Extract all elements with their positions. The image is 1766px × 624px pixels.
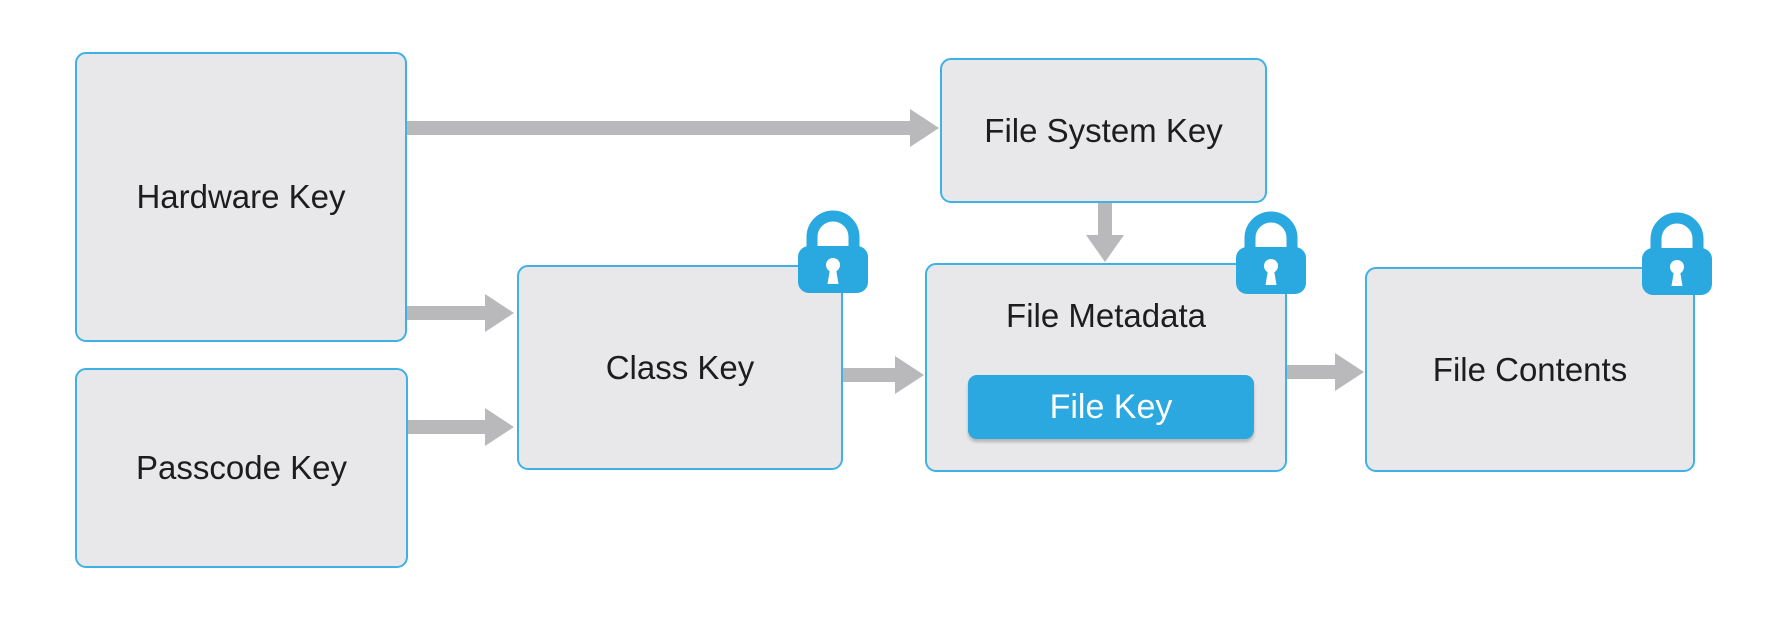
arrow-head xyxy=(485,294,514,332)
lock-icon xyxy=(798,210,868,293)
lock-icon xyxy=(1236,211,1306,294)
file-metadata-label: File Metadata xyxy=(1006,297,1206,334)
arrow-head xyxy=(1335,353,1364,391)
arrow-head xyxy=(1086,235,1124,262)
file-system-key-label: File System Key xyxy=(984,111,1223,149)
node-file-contents: File Contents xyxy=(1365,267,1695,472)
hardware-key-label: Hardware Key xyxy=(136,178,346,216)
node-file-metadata: File Metadata File Key xyxy=(925,263,1287,472)
arrow-stem xyxy=(407,121,911,135)
node-class-key: Class Key xyxy=(517,265,843,470)
passcode-key-label: Passcode Key xyxy=(136,449,347,487)
node-file-system-key: File System Key xyxy=(940,58,1267,203)
arrow-stem xyxy=(408,420,486,434)
file-contents-label: File Contents xyxy=(1432,350,1628,388)
arrow-head xyxy=(485,408,514,446)
arrow-stem xyxy=(1287,365,1336,379)
arrow-head xyxy=(910,109,939,147)
lock-icon xyxy=(1642,212,1712,295)
file-key-label: File Key xyxy=(1049,387,1173,426)
class-key-label: Class Key xyxy=(605,348,755,386)
arrow-head xyxy=(895,356,924,394)
file-key-badge: File Key xyxy=(968,375,1254,439)
node-hardware-key: Hardware Key xyxy=(75,52,407,342)
arrow-stem xyxy=(1098,203,1112,236)
arrow-stem xyxy=(843,368,896,382)
arrow-stem xyxy=(407,306,486,320)
node-passcode-key: Passcode Key xyxy=(75,368,408,568)
